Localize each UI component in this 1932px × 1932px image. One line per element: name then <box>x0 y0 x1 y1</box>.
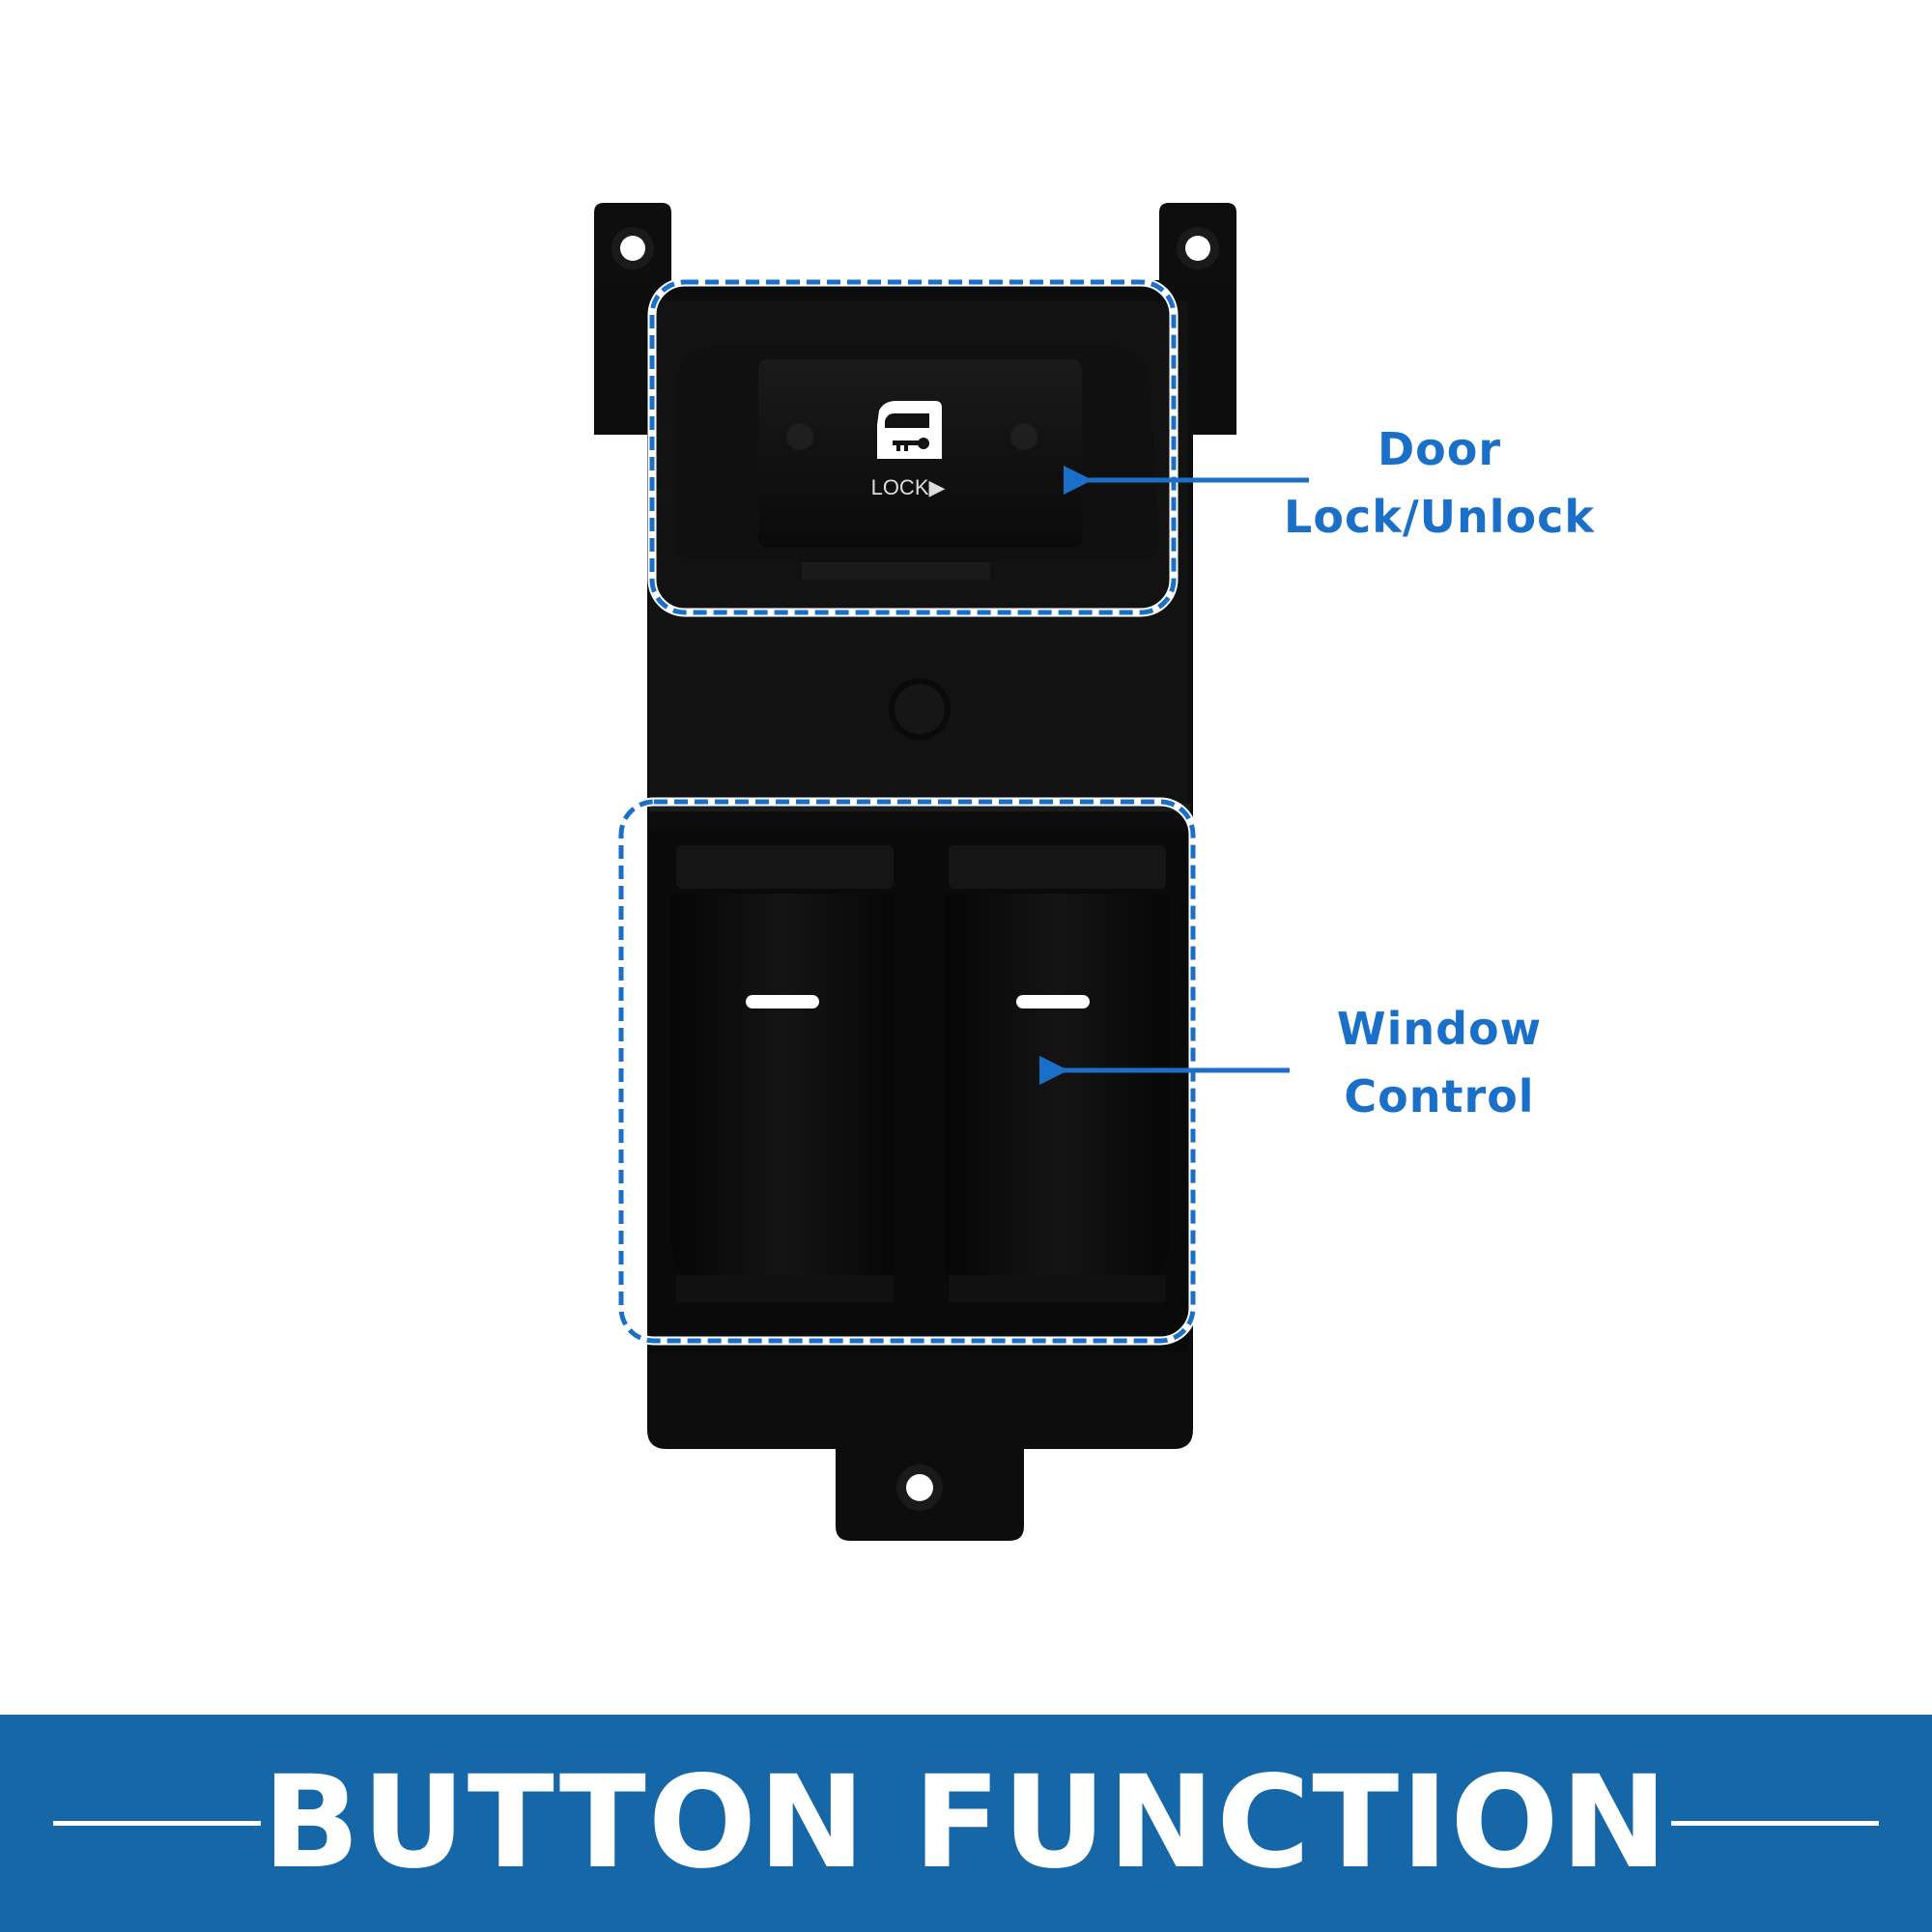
window-control-callout: Window Control <box>1285 995 1594 1130</box>
window-switch-left[interactable] <box>671 845 894 1302</box>
door-lock-callout: Door Lock/Unlock <box>1246 415 1633 551</box>
door-lock-switch[interactable]: LOCK▶ <box>676 346 1159 580</box>
door-callout-line1: Door <box>1377 423 1502 475</box>
mounting-hole-right <box>1177 227 1219 270</box>
bottom-banner: BUTTON FUNCTION <box>0 1715 1932 1932</box>
mounting-hole-left <box>611 227 654 270</box>
center-screw <box>889 678 951 740</box>
window-switch-right-indicator <box>1016 995 1090 1009</box>
window-switch-right[interactable] <box>945 845 1169 1302</box>
window-switch-left-indicator <box>746 995 819 1009</box>
window-callout-line2: Control <box>1344 1070 1535 1122</box>
lock-switch-label: LOCK▶ <box>871 475 946 499</box>
mounting-hole-bottom <box>896 1464 943 1511</box>
door-key-icon <box>877 401 942 459</box>
door-callout-line2: Lock/Unlock <box>1284 491 1595 543</box>
banner-rule-right <box>1671 1821 1879 1826</box>
banner-rule-left <box>53 1821 261 1826</box>
window-callout-line1: Window <box>1336 1003 1543 1055</box>
banner-title: BUTTON FUNCTION <box>262 1748 1670 1897</box>
